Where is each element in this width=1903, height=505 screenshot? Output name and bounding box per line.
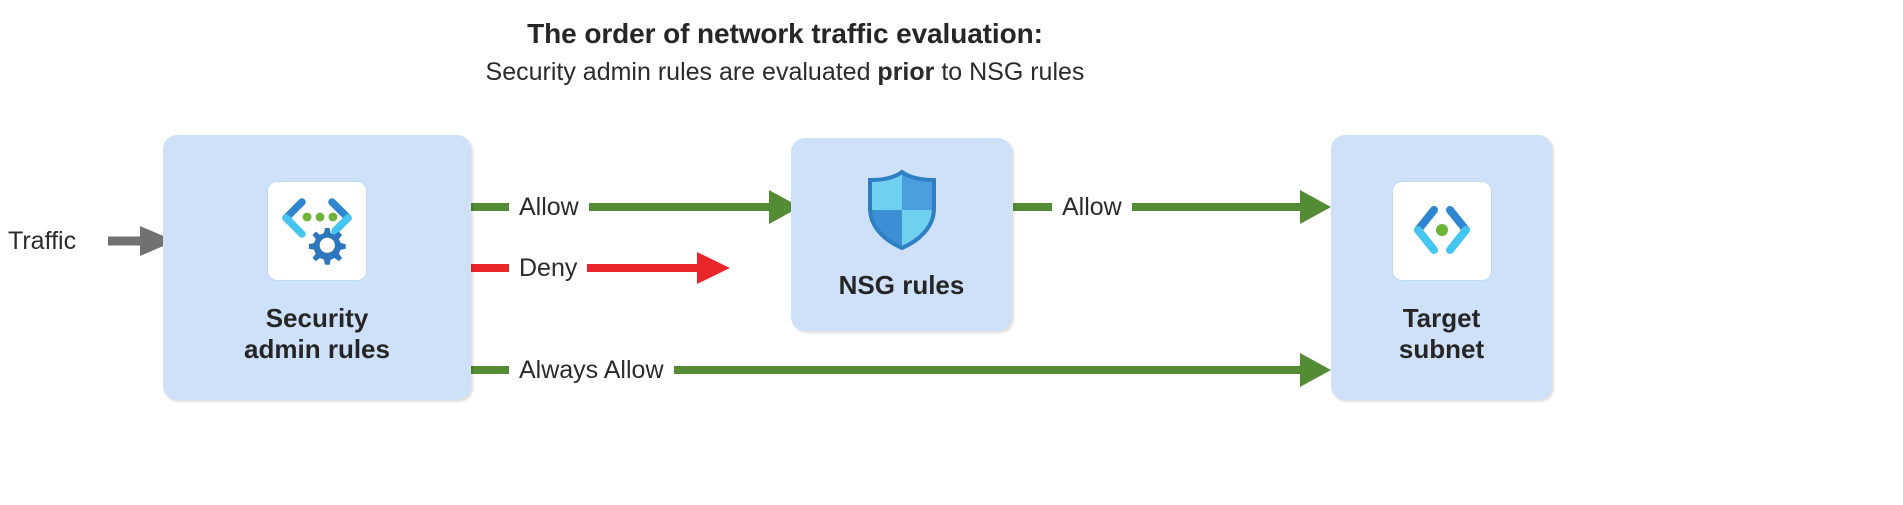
subtitle-emphasis-prior: prior xyxy=(877,58,935,86)
target-subnet-icon-tile xyxy=(1391,181,1492,281)
nsg-shield-wrap xyxy=(860,168,944,252)
node-target-subnet[interactable]: Target subnet xyxy=(1331,135,1552,400)
node-nsg-rules[interactable]: NSG rules xyxy=(791,138,1012,331)
subnet-brackets-icon xyxy=(1413,206,1470,254)
flow-label-deny: Deny xyxy=(509,253,588,283)
flow-label-allow-nsg-to-target: Allow xyxy=(1052,192,1132,222)
page-title: The order of network traffic evaluation: xyxy=(527,18,1043,49)
node-target-subnet-label: Target subnet xyxy=(1398,303,1485,364)
page-subtitle: Security admin rules are evaluated prior… xyxy=(0,55,1570,89)
shield-icon xyxy=(867,169,936,251)
traffic-label: Traffic xyxy=(8,227,77,255)
subtitle-part-pre: Security admin rules are evaluated xyxy=(485,58,878,86)
node-security-admin-rules[interactable]: Security admin rules xyxy=(163,135,471,400)
flow-label-allow-security-to-nsg: Allow xyxy=(509,192,589,222)
code-brackets-gear-icon xyxy=(282,198,352,265)
flow-label-always-allow: Always Allow xyxy=(509,355,674,385)
security-admin-rules-icon-tile xyxy=(267,181,367,281)
node-nsg-rules-label: NSG rules xyxy=(838,270,965,300)
subtitle-part-post: to NSG rules xyxy=(934,58,1085,86)
node-security-admin-rules-label: Security admin rules xyxy=(244,303,390,364)
heading-block: The order of network traffic evaluation:… xyxy=(0,16,1570,89)
